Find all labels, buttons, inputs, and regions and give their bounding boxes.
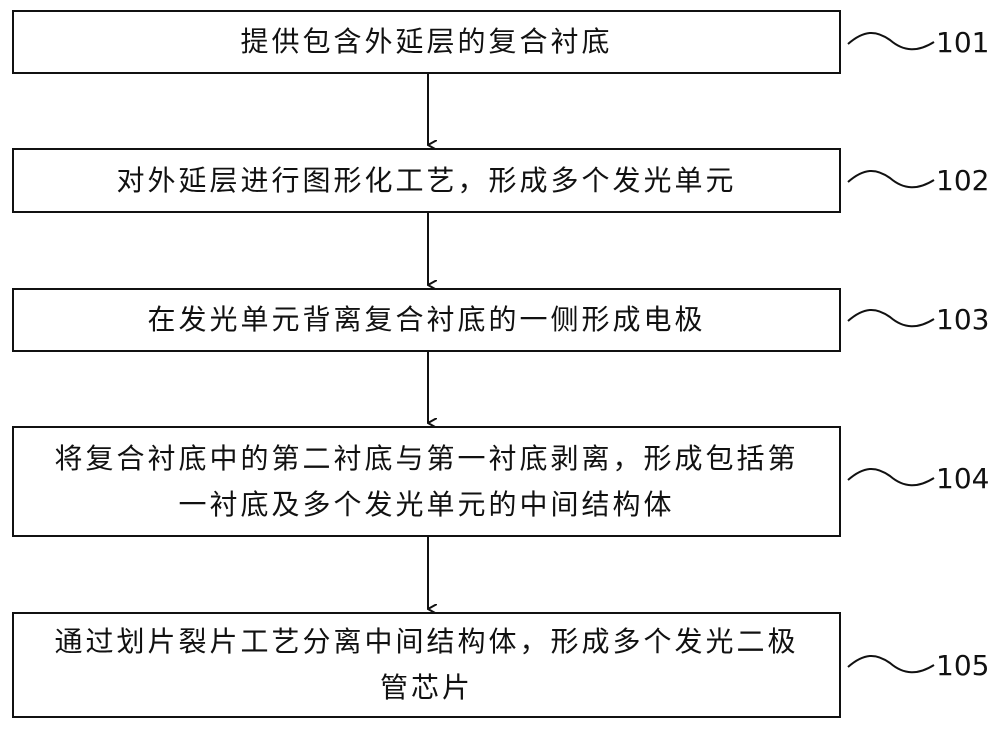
step-number-104: 104 bbox=[936, 462, 990, 495]
step-box-103: 在发光单元背离复合衬底的一侧形成电极 bbox=[12, 288, 841, 352]
leader-line-103 bbox=[847, 309, 935, 328]
step-text-102: 对外延层进行图形化工艺，形成多个发光单元 bbox=[116, 163, 737, 197]
step-number-103: 103 bbox=[936, 303, 990, 336]
step-box-104: 将复合衬底中的第二衬底与第一衬底剥离，形成包括第一衬底及多个发光单元的中间结构体 bbox=[12, 426, 841, 537]
step-box-102: 对外延层进行图形化工艺，形成多个发光单元 bbox=[12, 148, 841, 213]
step-box-101: 提供包含外延层的复合衬底 bbox=[12, 10, 841, 74]
step-number-102: 102 bbox=[936, 164, 990, 197]
leader-line-101 bbox=[847, 32, 935, 51]
step-text-104: 将复合衬底中的第二衬底与第一衬底剥离，形成包括第一衬底及多个发光单元的中间结构体 bbox=[54, 441, 799, 521]
leader-line-102 bbox=[847, 170, 935, 189]
leader-line-105 bbox=[847, 655, 935, 674]
step-number-105: 105 bbox=[936, 649, 990, 682]
step-text-101: 提供包含外延层的复合衬底 bbox=[240, 25, 613, 58]
step-box-105: 通过划片裂片工艺分离中间结构体，形成多个发光二极管芯片 bbox=[12, 612, 841, 718]
step-text-105: 通过划片裂片工艺分离中间结构体，形成多个发光二极管芯片 bbox=[54, 625, 799, 704]
leader-line-104 bbox=[847, 468, 935, 487]
step-text-103: 在发光单元背离复合衬底的一侧形成电极 bbox=[147, 303, 706, 336]
step-number-101: 101 bbox=[936, 26, 990, 59]
